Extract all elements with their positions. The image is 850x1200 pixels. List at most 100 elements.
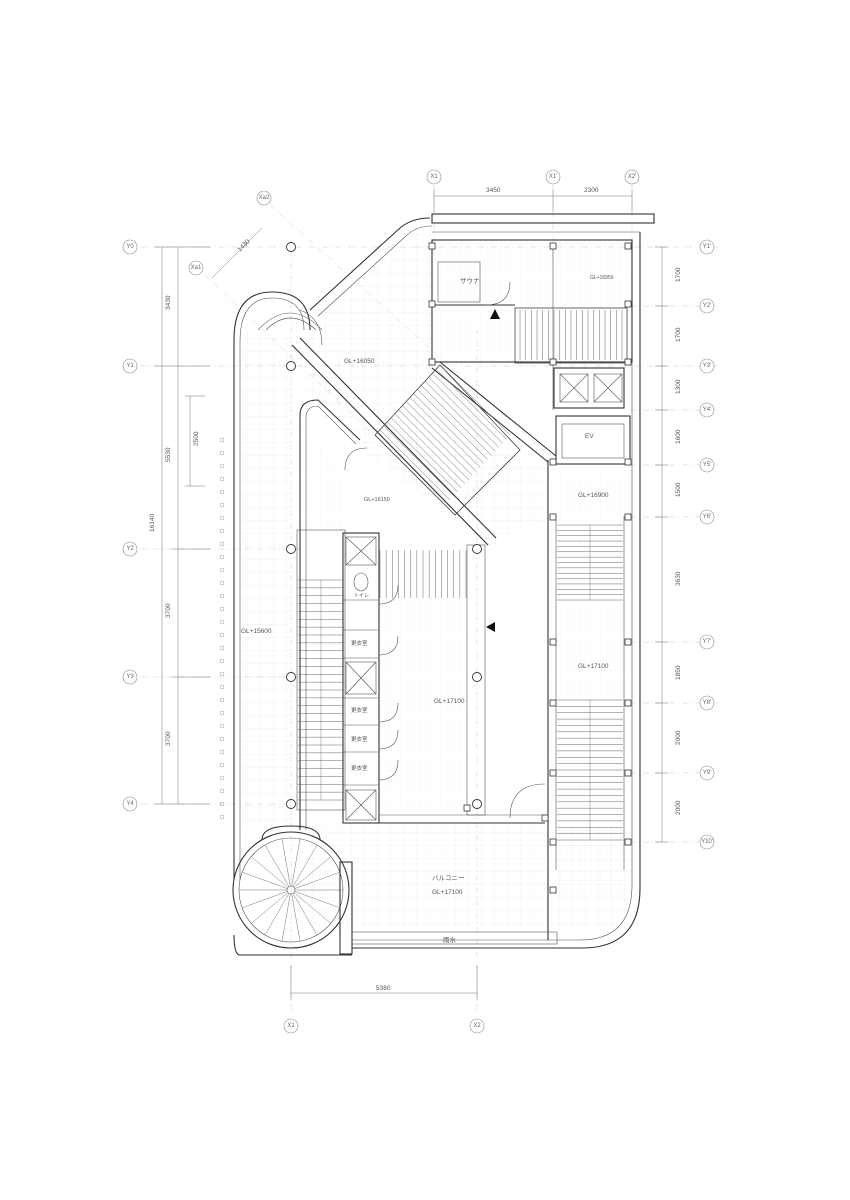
pillar-22 [463, 804, 471, 812]
interior-walls [291, 239, 633, 945]
pillar-10 [549, 513, 557, 521]
column-5 [472, 544, 482, 554]
dim-right-2: 1700 [675, 327, 682, 342]
grid-bubble-x2: X2 [469, 1018, 485, 1034]
dimension-lines [155, 190, 668, 1000]
grid-bubble-x1: X1 [283, 1018, 299, 1034]
stairs [298, 307, 628, 841]
pillar-11 [624, 513, 632, 521]
column-0 [286, 242, 296, 252]
grid-bubble-y-right-2: Y3' [699, 358, 715, 374]
pillar-1 [549, 242, 557, 250]
corner-landing [257, 312, 323, 331]
grid-bubble-y-right-9-label: Y10' [701, 839, 713, 845]
grid-bubble-y-right-1: Y2' [699, 298, 715, 314]
grid-bubble-y-right-5: Y6' [699, 509, 715, 525]
room-labels: サウナ GL+16950 GL+16050 EV GL+16150 GL+169… [241, 275, 614, 944]
grid-bubble-x2p-top-label: X2' [628, 174, 636, 180]
grid-bubble-y-right-0: Y1' [699, 239, 715, 255]
dim-right-3: 1300 [675, 379, 682, 394]
dim-right-5: 1500 [675, 482, 682, 497]
dim-top-2: 2300 [584, 187, 599, 194]
label-gl-17100-c: GL+17100 [432, 889, 463, 896]
grid-bubble-y-right-9: Y10' [699, 834, 715, 850]
grid-bubble-y-right-7: Y8' [699, 695, 715, 711]
pillar-21 [541, 814, 549, 822]
dim-left-2: 5530 [165, 447, 172, 462]
grid-bubble-y-right-7-label: Y8' [703, 700, 711, 706]
pillar-4 [624, 300, 632, 308]
grid-bubble-xa2: Xa2 [256, 190, 272, 206]
grid-bubble-y-right-6-label: Y7' [703, 639, 711, 645]
grid-bubble-y-right-3-label: Y4' [703, 407, 711, 413]
grid-bubble-y-left-3: Y3 [122, 669, 138, 685]
column-3 [286, 672, 296, 682]
grid-bubble-x1-top-label: X1 [430, 174, 438, 180]
dim-bottom: 5380 [376, 985, 391, 992]
column-7 [472, 799, 482, 809]
grid-bubble-y-left-3-label: Y3 [126, 674, 134, 680]
pillar-17 [624, 769, 632, 777]
dim-left-inner: 2500 [193, 431, 200, 446]
pillar-5 [428, 358, 436, 366]
label-gl-16950: GL+16950 [590, 275, 614, 281]
label-gl-16150: GL+16150 [364, 497, 390, 503]
label-gl-17100-a: GL+17100 [578, 663, 609, 670]
grid-bubble-y-right-8-label: Y9' [703, 770, 711, 776]
grid-bubble-y-right-0-label: Y1' [703, 244, 711, 250]
pillar-18 [549, 838, 557, 846]
grid-bubble-xa1-label: Xa1 [191, 265, 202, 271]
grid-bubble-y-left-4: Y4 [122, 796, 138, 812]
grid-bubble-y-right-3: Y4' [699, 402, 715, 418]
label-changing-3: 更衣室 [351, 735, 368, 743]
grid-bubble-y-left-1: Y1 [122, 358, 138, 374]
grid-bubble-y-right-6: Y7' [699, 634, 715, 650]
dim-top-1: 3450 [486, 187, 501, 194]
column-6 [472, 672, 482, 682]
grid-bubble-y-right-8: Y9' [699, 765, 715, 781]
entrance-arrow-up [490, 309, 500, 319]
label-gl-16900: GL+16900 [578, 492, 609, 499]
grid-bubble-y-right-4: Y5' [699, 457, 715, 473]
grid-bubble-y-left-0: Y0 [122, 239, 138, 255]
pillar-0 [428, 242, 436, 250]
dim-right-9: 2000 [675, 800, 682, 815]
pillar-14 [549, 699, 557, 707]
grid-bubble-y-left-1-label: Y1 [126, 363, 134, 369]
spiral-staircase [232, 825, 353, 955]
entrance-arrow-left [486, 622, 495, 632]
dim-right-6: 3630 [675, 571, 682, 586]
columns [286, 242, 632, 894]
grid-bubble-x2-label: X2 [473, 1023, 481, 1029]
grid-bubble-y-left-2-label: Y2 [126, 546, 134, 552]
grid-bubble-x2p-top: X2' [624, 169, 640, 185]
pillar-19 [624, 838, 632, 846]
pillar-12 [549, 638, 557, 646]
dim-left-4: 3700 [165, 731, 172, 746]
label-gl-17100-b: GL+17100 [434, 698, 465, 705]
label-changing-4: 更衣室 [351, 764, 368, 772]
pillar-8 [549, 458, 557, 466]
grid-bubble-x1p-top-label: X1' [549, 174, 557, 180]
grid-bubble-y-right-2-label: Y3' [703, 363, 711, 369]
column-4 [286, 799, 296, 809]
dim-right-8: 2000 [675, 730, 682, 745]
pillar-9 [624, 458, 632, 466]
label-gutter: 雨水 [443, 935, 457, 944]
grid-bubble-y-right-5-label: Y6' [703, 514, 711, 520]
label-sauna: サウナ [460, 277, 480, 285]
grid-bubble-y-right-1-label: Y2' [703, 303, 711, 309]
dim-right-1: 1700 [675, 267, 682, 282]
label-balcony: バルコニー [432, 874, 464, 882]
pillar-6 [549, 358, 557, 366]
pillar-15 [624, 699, 632, 707]
dim-right-4: 1600 [675, 429, 682, 444]
column-1 [286, 361, 296, 371]
column-2 [286, 544, 296, 554]
pillar-20 [549, 886, 557, 894]
grid-bubble-y-right-4-label: Y5' [703, 462, 711, 468]
grid-bubble-y-left-4-label: Y4 [126, 801, 134, 807]
pillar-7 [624, 358, 632, 366]
label-changing-1: 更衣室 [351, 639, 368, 647]
